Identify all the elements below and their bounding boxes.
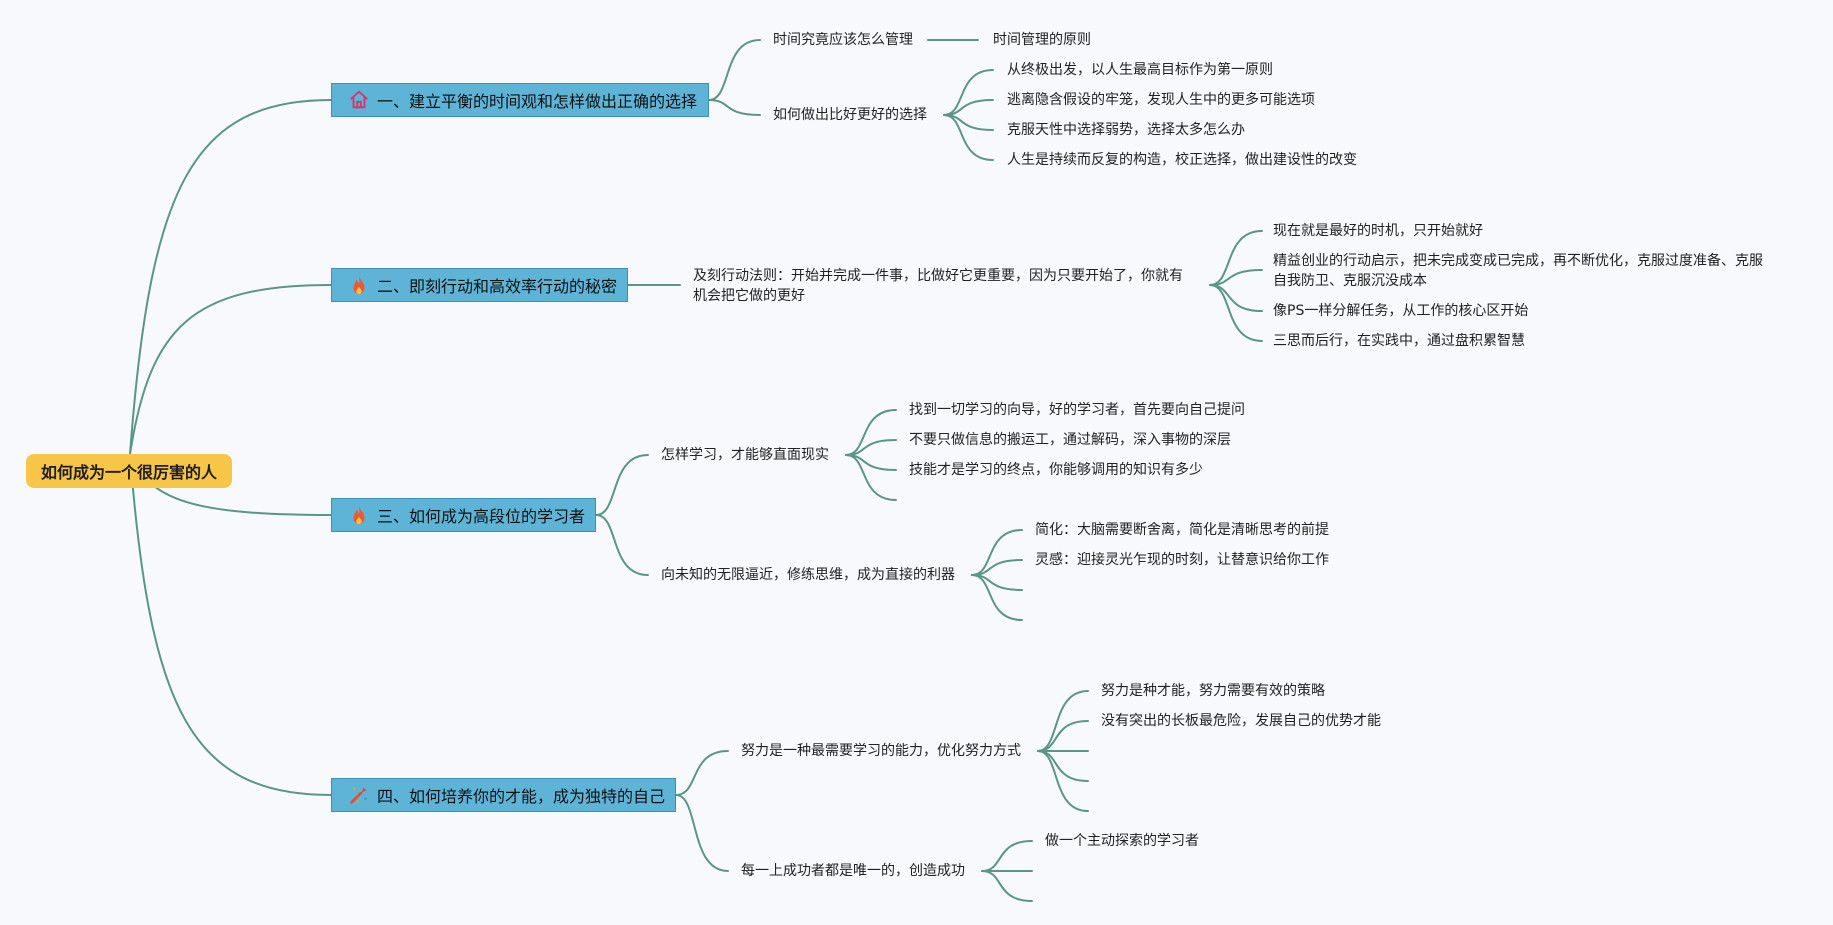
leaf-3-2-2[interactable]: 灵感：迎接灵光乍现的时刻，让替意识给你工作 [1035, 552, 1329, 568]
subtopic-3-2[interactable]: 向未知的无限逼近，修练思维，成为直接的利器 [661, 567, 955, 583]
link-t1-s1 [708, 39, 761, 101]
leaf-1-2-4[interactable]: 人生是持续而反复的构造，校正选择，做出建设性的改变 [1007, 152, 1357, 168]
link-root-topic-2 [129, 284, 332, 455]
leaf-3-1-1[interactable]: 找到一切学习的向导，好的学习者，首先要向自己提问 [909, 402, 1245, 418]
fire-icon [348, 504, 370, 526]
link-s41-leaf1 [1037, 690, 1089, 752]
link-s21-leaf1 [1209, 230, 1263, 286]
topic-2[interactable]: 二、即刻行动和高效率行动的秘密 [331, 268, 628, 302]
link-t3-s1 [595, 454, 649, 516]
link-s21-leaf2 [1209, 269, 1263, 286]
leaf-1-2-2[interactable]: 逃离隐含假设的牢笼，发现人生中的更多可能选项 [1007, 92, 1315, 108]
tools-icon [348, 784, 370, 806]
link-s41-leaf5 [1037, 750, 1089, 812]
link-s32-leaf4 [971, 574, 1023, 621]
link-s12-leaf4 [943, 114, 994, 161]
subtopic-1-1[interactable]: 时间究竟应该怎么管理 [773, 32, 913, 48]
subtopic-4-1[interactable]: 努力是一种最需要学习的能力，优化努力方式 [741, 743, 1021, 759]
leaf-4-2-1[interactable]: 做一个主动探索的学习者 [1045, 833, 1199, 849]
home-icon [348, 89, 370, 111]
link-s12-leaf1 [943, 69, 994, 116]
leaf-2-1-4[interactable]: 三思而后行，在实践中，通过盘积累智慧 [1273, 333, 1525, 349]
link-t4-s2 [675, 794, 729, 872]
link-t3-s2 [595, 514, 649, 576]
leaf-3-1-3[interactable]: 技能才是学习的终点，你能够调用的知识有多少 [909, 462, 1203, 478]
subtopic-4-2[interactable]: 每一上成功者都是唯一的，创造成功 [741, 863, 965, 879]
leaf-4-1-1[interactable]: 努力是种才能，努力需要有效的策略 [1101, 683, 1325, 699]
leaf-2-1-2[interactable]: 精益创业的行动启示，把未完成变成已完成，再不断优化，克服过度准备、克服自我防卫、… [1273, 253, 1763, 289]
link-s42-leaf1 [981, 840, 1033, 872]
leaf-1-2-3[interactable]: 克服天性中选择弱势，选择太多怎么办 [1007, 122, 1245, 138]
link-t1-s2 [708, 99, 761, 116]
leaf-4-1-2[interactable]: 没有突出的长板最危险，发展自己的优势才能 [1101, 713, 1381, 729]
topic-4[interactable]: 四、如何培养你的才能，成为独特的自己 [331, 778, 676, 812]
link-s42-leaf3 [981, 870, 1033, 902]
subtopic-3-1[interactable]: 怎样学习，才能够直面现实 [661, 447, 829, 463]
leaf-2-1-1[interactable]: 现在就是最好的时机，只开始就好 [1273, 223, 1483, 239]
link-s21-leaf4 [1209, 284, 1263, 342]
leaf-1-2-1[interactable]: 从终极出发，以人生最高目标作为第一原则 [1007, 62, 1273, 78]
root-topic[interactable]: 如何成为一个很厉害的人 [26, 454, 232, 488]
topic-1[interactable]: 一、建立平衡的时间观和怎样做出正确的选择 [331, 83, 709, 117]
link-root-topic-1 [129, 99, 332, 455]
link-s31-leaf4 [845, 454, 897, 501]
leaf-3-2-1[interactable]: 简化：大脑需要断舍离，简化是清晰思考的前提 [1035, 522, 1329, 538]
link-root-topic-4 [129, 453, 332, 796]
leaf-1-1-1[interactable]: 时间管理的原则 [993, 32, 1091, 48]
link-s41-leaf2 [1037, 720, 1089, 752]
link-s31-leaf1 [845, 409, 897, 456]
fire-icon [348, 274, 370, 296]
topic-3[interactable]: 三、如何成为高段位的学习者 [331, 498, 596, 532]
subtopic-1-2[interactable]: 如何做出比好更好的选择 [773, 107, 927, 123]
leaf-2-1-3[interactable]: 像PS一样分解任务，从工作的核心区开始 [1273, 303, 1529, 319]
link-s41-leaf4 [1037, 750, 1089, 782]
leaf-3-1-2[interactable]: 不要只做信息的搬运工，通过解码，深入事物的深层 [909, 432, 1231, 448]
link-t4-s1 [675, 750, 729, 796]
link-s32-leaf1 [971, 529, 1023, 576]
subtopic-2-1[interactable]: 及刻行动法则：开始并完成一件事，比做好它更重要，因为只要开始了，你就有机会把它做… [693, 268, 1183, 304]
